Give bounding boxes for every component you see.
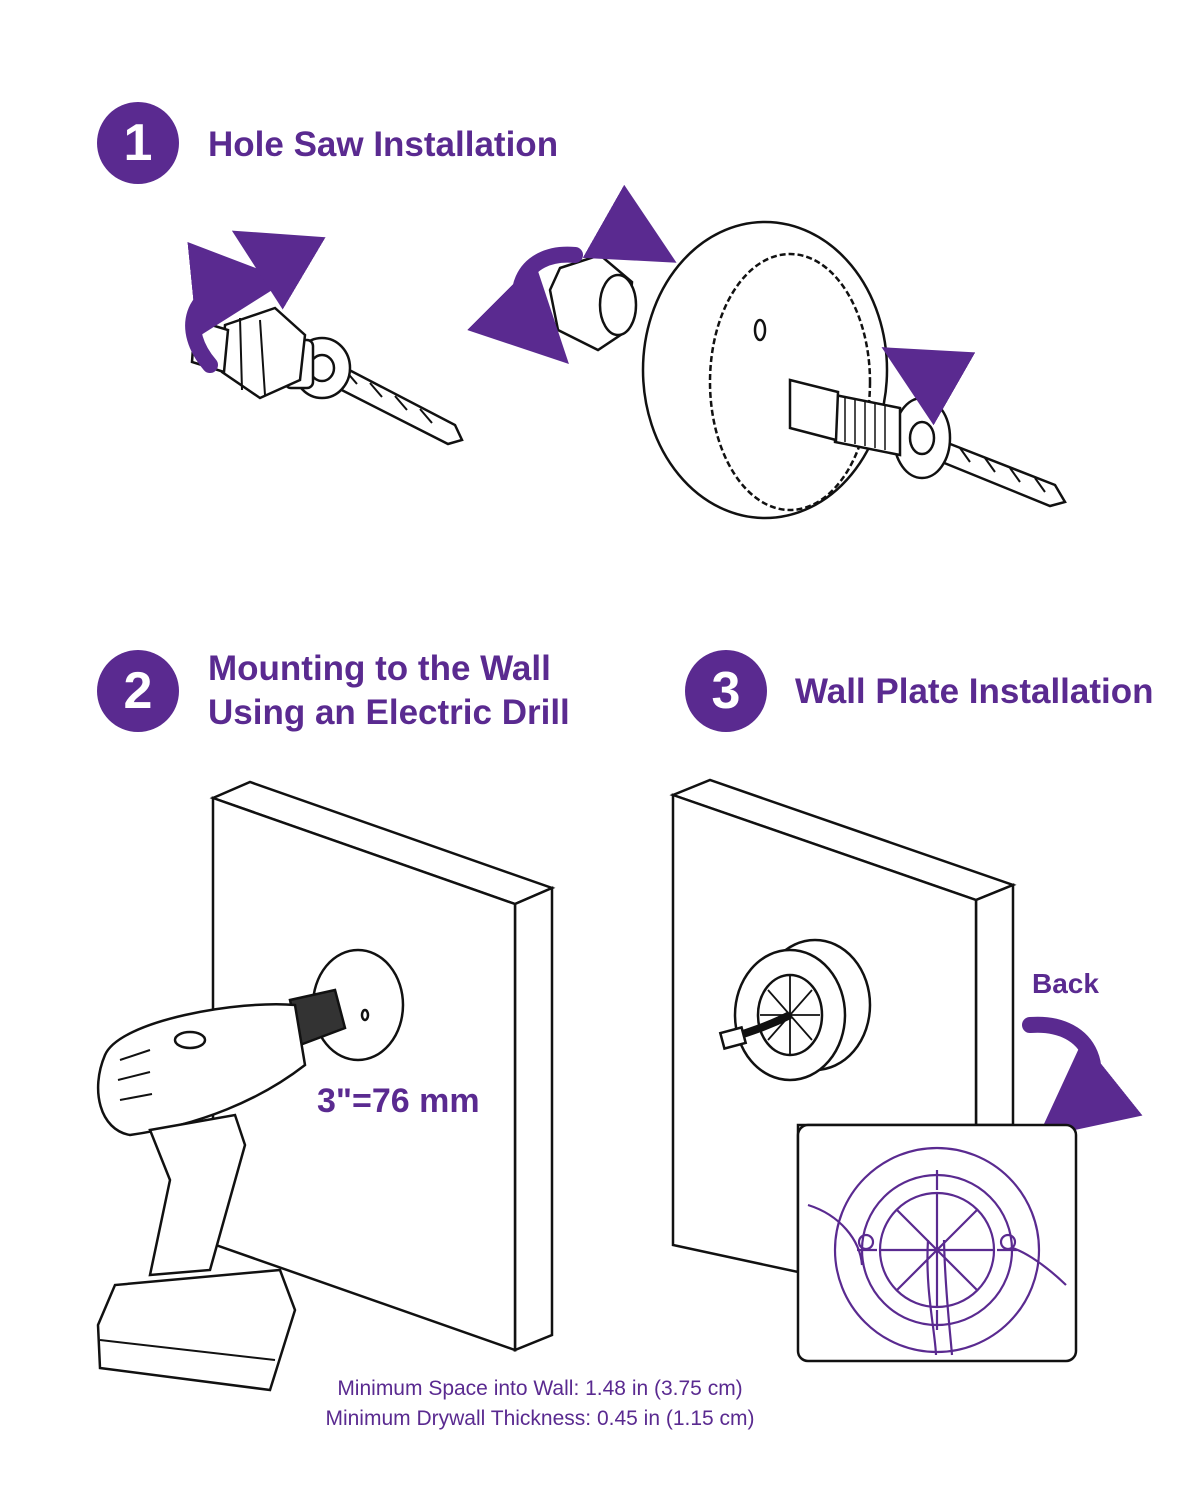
step-3-badge: 3 bbox=[685, 650, 767, 732]
back-arrow bbox=[1030, 1025, 1093, 1108]
step-1-title: Hole Saw Installation bbox=[208, 123, 558, 167]
step-1-badge: 1 bbox=[97, 102, 179, 184]
step-2-badge: 2 bbox=[97, 650, 179, 732]
hole-saw-assembly bbox=[643, 222, 1065, 518]
push-arrow-arbor bbox=[918, 368, 946, 384]
diameter-label: 3"=76 mm bbox=[317, 1082, 480, 1121]
installation-notes: Minimum Space into Wall: 1.48 in (3.75 c… bbox=[240, 1374, 840, 1434]
push-arrow-nut bbox=[610, 225, 640, 242]
hex-nut-loose bbox=[550, 255, 636, 350]
push-arrow-left bbox=[268, 252, 295, 268]
step-2-title-line1: Mounting to the Wall bbox=[208, 647, 570, 691]
back-label: Back bbox=[1032, 968, 1099, 1000]
step-3-title: Wall Plate Installation bbox=[795, 670, 1154, 714]
step-2-title: Mounting to the Wall Using an Electric D… bbox=[208, 647, 570, 735]
min-drywall-note: Minimum Drywall Thickness: 0.45 in (1.15… bbox=[240, 1404, 840, 1434]
back-view-inset bbox=[798, 1125, 1076, 1361]
step-2-title-line2: Using an Electric Drill bbox=[208, 691, 570, 735]
arbor-assembly-left bbox=[192, 308, 462, 444]
min-space-note: Minimum Space into Wall: 1.48 in (3.75 c… bbox=[240, 1374, 840, 1404]
